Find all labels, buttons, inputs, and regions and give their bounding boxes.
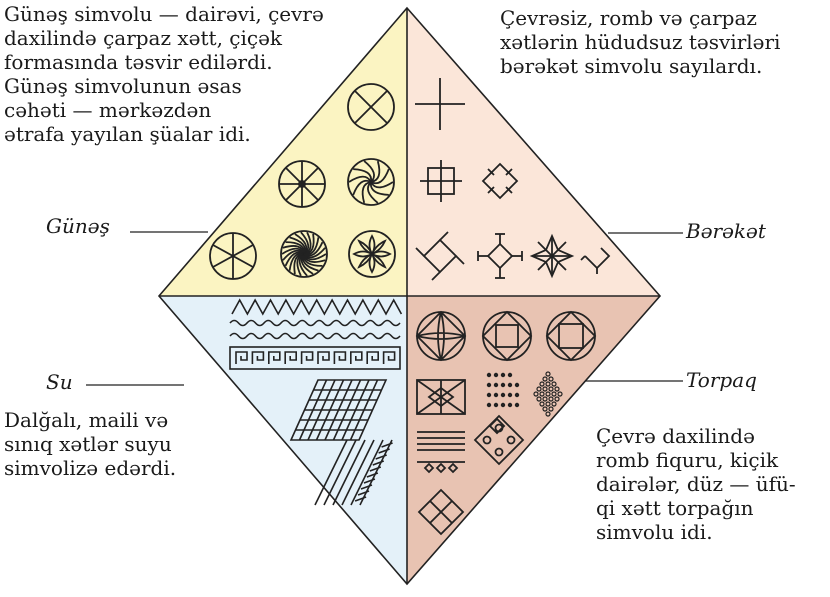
sun-description-line: Günəş simvolu — dairəvi, çevrə [4,2,324,26]
sun-description-line: ətrafa yayılan şüalar idi. [4,122,251,146]
water-description: Dalğalı, maili və sınıq xətlər suyu simv… [4,408,176,480]
water-symbol-icon [229,298,403,506]
abundance-description: Çevrəsiz, romb və çarpaz xətlərin hüduds… [500,6,780,78]
label-su: Su [46,370,73,394]
label-torpaq: Torpaq [686,368,757,392]
earth-description-line: qi xətt torpağın [596,496,754,520]
earth-description-line: simvolu idi. [596,520,713,544]
sun-symbol-icon [209,83,396,280]
abundance-description-line: Çevrəsiz, romb və çarpaz [500,6,757,30]
water-description-line: simvolizə edərdi. [4,456,177,480]
label-bereket: Bərəkət [686,219,766,243]
abundance-description-line: bərəkət simvolu sayılardı. [500,54,763,78]
earth-description-line: romb fiquru, kiçik [596,448,779,472]
sun-description: Günəş simvolu — dairəvi, çevrə daxilində… [4,2,324,146]
abundance-description-line: xətlərin hüdudsuz təsvirləri [500,30,781,54]
earth-description: Çevrə daxilində romb fiquru, kiçik dairə… [596,424,796,544]
sun-description-line: Günəş simvolunun əsas [4,74,242,98]
sun-description-line: formasında təsvir edilərdi. [4,50,273,74]
sun-description-line: cəhəti — mərkəzdən [4,98,212,122]
earth-symbol-icon [415,310,597,536]
earth-description-line: dairələr, düz — üfü- [596,472,796,496]
water-description-line: sınıq xətlər suyu [4,432,172,456]
abundance-symbol-icon [415,78,611,281]
earth-description-line: Çevrə daxilində [596,424,755,448]
sun-description-line: daxilində çarpaz xətt, çiçək [4,26,283,50]
label-gunes: Günəş [46,214,110,238]
water-description-line: Dalğalı, maili və [4,408,169,432]
